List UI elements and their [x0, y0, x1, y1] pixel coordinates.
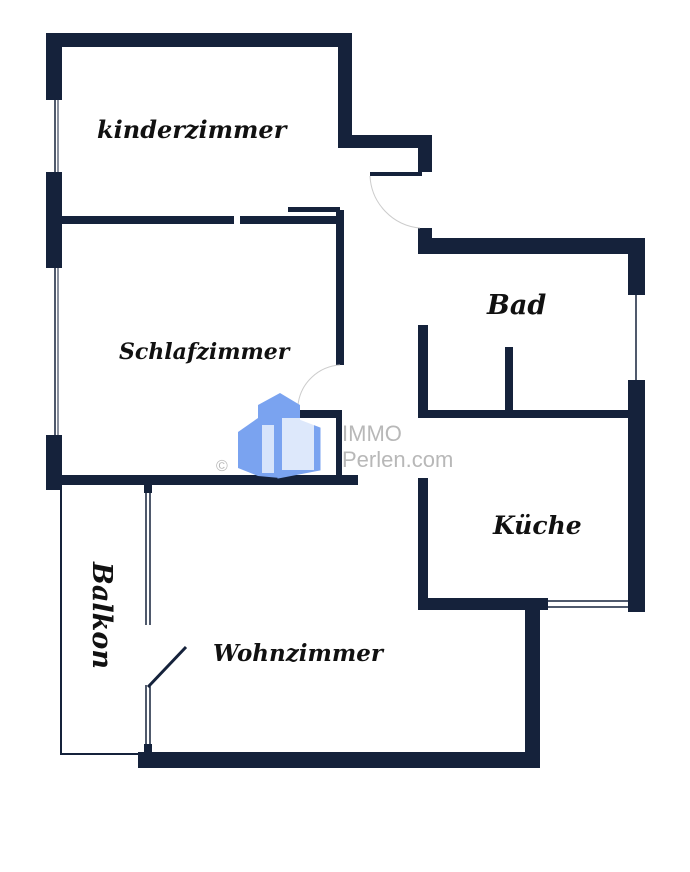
- wall-bad-bottom: [418, 410, 630, 418]
- wall-schlaf-bottom: [46, 475, 358, 485]
- wall-bad-inner: [505, 347, 513, 415]
- wall-top: [46, 33, 352, 47]
- watermark-logo: [238, 393, 321, 479]
- wall-kinder-bottom-2: [240, 216, 340, 224]
- wall-bad-top: [418, 238, 645, 254]
- wall-bad-left: [418, 325, 428, 418]
- wall-balkon-post: [144, 744, 152, 756]
- wall-kueche-left: [418, 478, 428, 608]
- wall-left-1: [46, 33, 62, 100]
- wall-balkon-post-top: [144, 485, 152, 493]
- wall-step-horizontal: [338, 135, 432, 148]
- walls: [46, 33, 645, 768]
- wall-stub: [290, 410, 340, 418]
- wall-kinder-bottom-1: [62, 216, 234, 224]
- wall-wohn-right: [525, 598, 540, 768]
- watermark-line1: IMMO: [342, 421, 402, 446]
- room-label-bad: Bad: [487, 290, 547, 321]
- wall-door-lintel: [370, 172, 422, 176]
- wall-left-2: [46, 172, 62, 268]
- room-label-kueche: Küche: [493, 511, 582, 540]
- wall-bottom: [138, 752, 540, 768]
- balkon-door-leaf: [146, 645, 188, 689]
- watermark-copyright: ©: [216, 458, 228, 475]
- room-label-balkon: Balkon: [85, 562, 117, 669]
- wall-stub-vertical: [336, 410, 342, 478]
- door-swing-hall: [369, 175, 421, 229]
- wall-right-1: [628, 238, 645, 295]
- wall-bad-top-stub: [418, 228, 432, 254]
- watermark-line2: Perlen.com: [342, 447, 454, 472]
- wall-kueche-bottom: [418, 598, 548, 610]
- wall-step-stub: [418, 135, 432, 172]
- wall-schlaf-right: [336, 210, 344, 365]
- wall-right-2: [628, 380, 645, 612]
- wall-kinder-bottom-3: [288, 207, 340, 212]
- windows-and-doors: [54, 100, 637, 755]
- room-label-kinderzimmer: kinderzimmer: [97, 115, 287, 144]
- room-label-schlafzimmer: Schlafzimmer: [119, 339, 290, 365]
- door-swing-schlaf: [297, 364, 341, 406]
- room-label-wohnzimmer: Wohnzimmer: [213, 640, 383, 667]
- wall-step-vertical: [338, 33, 352, 143]
